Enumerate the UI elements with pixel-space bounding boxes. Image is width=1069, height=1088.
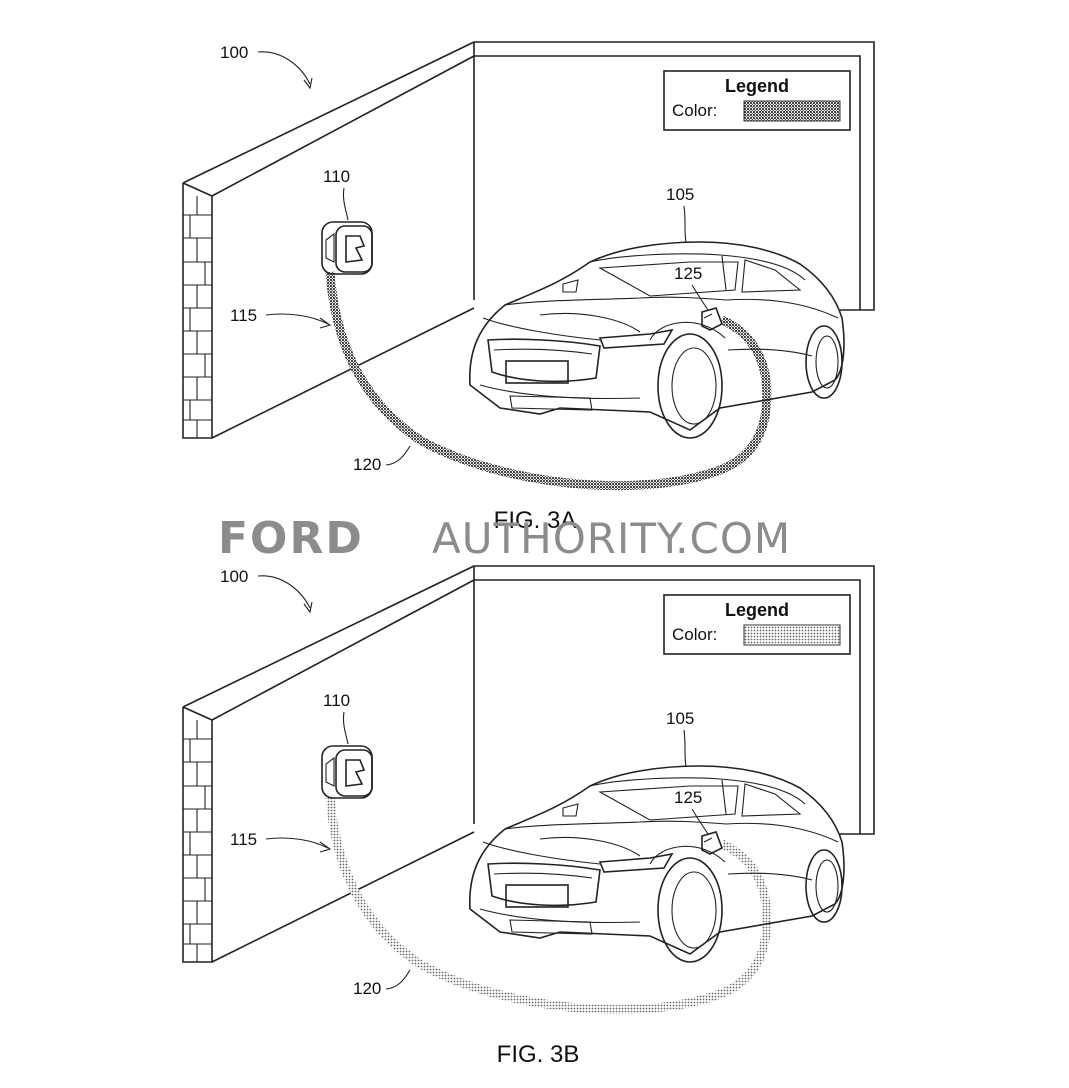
ref-label-105: 105 [666, 709, 694, 728]
leader-100 [258, 576, 310, 608]
legend-color-swatch [744, 625, 840, 645]
figure-caption: FIG. 3B [497, 1041, 580, 1068]
charging-cable [330, 272, 767, 486]
legend-box: Legend Color: [664, 71, 850, 130]
leader-120 [386, 970, 410, 989]
leader-120 [386, 446, 410, 465]
ref-label-105: 105 [666, 185, 694, 204]
leader-105 [684, 730, 686, 766]
leader-115 [266, 314, 328, 324]
ref-label-115: 115 [230, 306, 257, 325]
legend-box: Legend Color: [664, 595, 850, 654]
watermark-brand: FORD [218, 513, 364, 564]
figure-3a: Legend Color: 100 110 105 125 115 120 FI… [183, 42, 874, 534]
ref-label-110: 110 [323, 691, 350, 710]
watermark: FORD AUTHORITY.COM [218, 513, 791, 564]
ref-label-125: 125 [674, 788, 702, 807]
legend-color-label: Color: [672, 625, 717, 644]
vehicle-drawing [470, 242, 844, 438]
ref-label-115: 115 [230, 830, 257, 849]
leader-110 [343, 188, 348, 220]
leader-105 [684, 206, 686, 242]
charger-unit [322, 746, 372, 798]
ref-label-120: 120 [353, 979, 381, 998]
leader-115 [266, 838, 328, 848]
ref-label-100: 100 [220, 43, 248, 62]
leader-110 [343, 712, 348, 744]
legend-color-label: Color: [672, 101, 717, 120]
legend-title: Legend [725, 76, 789, 96]
ref-label-100: 100 [220, 567, 248, 586]
charging-cable [330, 796, 767, 1010]
leader-100 [258, 52, 310, 84]
legend-title: Legend [725, 600, 789, 620]
ref-label-120: 120 [353, 455, 381, 474]
charger-unit [322, 222, 372, 274]
legend-color-swatch [744, 101, 840, 121]
ref-label-110: 110 [323, 167, 350, 186]
vehicle-drawing [470, 766, 844, 962]
watermark-site: AUTHORITY.COM [432, 514, 791, 563]
figure-3b: Legend Color: 100 110 105 125 115 120 FI… [183, 566, 874, 1068]
ref-label-125: 125 [674, 264, 702, 283]
